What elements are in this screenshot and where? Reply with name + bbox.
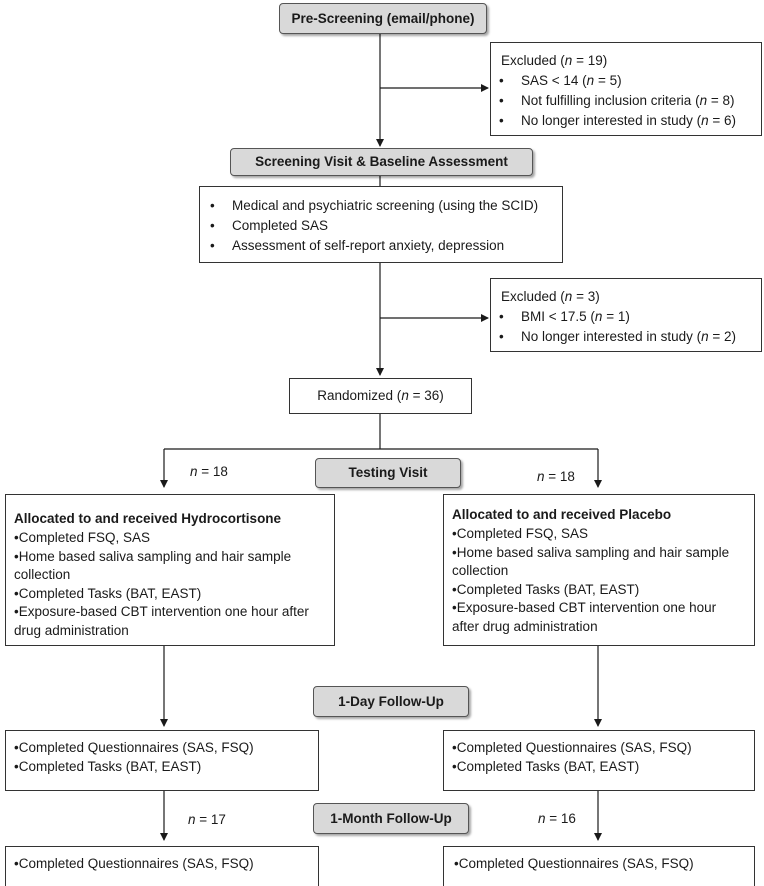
day-left-item: Completed Tasks (BAT, EAST) xyxy=(14,758,310,777)
excluded-1-item: SAS < 14 (n = 5) xyxy=(495,71,751,91)
day-left-item: Completed Questionnaires (SAS, FSQ) xyxy=(14,739,310,758)
n-label-right-allocation: n = 18 xyxy=(537,469,575,484)
n-label-left-month: n = 17 xyxy=(188,812,226,827)
placebo-item: Exposure-based CBT intervention one hour… xyxy=(452,599,746,636)
excluded-box-2: Excluded (n = 3) BMI < 17.5 (n = 1) No l… xyxy=(490,278,762,352)
n-label-left-allocation: n = 18 xyxy=(190,464,228,479)
phase-1-month-follow-up: 1-Month Follow-Up xyxy=(313,803,469,834)
day-followup-left-box: Completed Questionnaires (SAS, FSQ) Comp… xyxy=(5,730,319,791)
day-followup-right-box: Completed Questionnaires (SAS, FSQ) Comp… xyxy=(443,730,755,791)
excluded-2-item: No longer interested in study (n = 2) xyxy=(495,327,751,347)
placebo-box: Allocated to and received Placebo Comple… xyxy=(443,494,755,646)
placebo-item: Completed Tasks (BAT, EAST) xyxy=(452,581,746,600)
month-followup-left-box: Completed Questionnaires (SAS, FSQ) xyxy=(5,846,319,886)
month-followup-right-box: Completed Questionnaires (SAS, FSQ) xyxy=(443,846,755,886)
placebo-item: Completed FSQ, SAS xyxy=(452,525,746,544)
hydrocortisone-title: Allocated to and received Hydrocortisone xyxy=(14,511,282,526)
excluded-box-1: Excluded (n = 19) SAS < 14 (n = 5) Not f… xyxy=(490,42,762,136)
month-right-item: Completed Questionnaires (SAS, FSQ) xyxy=(454,855,744,874)
screening-item: Medical and psychiatric screening (using… xyxy=(206,196,556,216)
screening-item: Assessment of self-report anxiety, depre… xyxy=(206,236,556,256)
excluded-1-item: No longer interested in study (n = 6) xyxy=(495,111,751,131)
phase-prescreening: Pre-Screening (email/phone) xyxy=(279,3,487,34)
hydrocortisone-item: Completed Tasks (BAT, EAST) xyxy=(14,585,326,604)
hydrocortisone-box: Allocated to and received Hydrocortisone… xyxy=(5,494,335,646)
excluded-2-title: Excluded (n = 3) xyxy=(501,289,600,304)
hydrocortisone-item: Exposure-based CBT intervention one hour… xyxy=(14,603,326,640)
screening-box: Medical and psychiatric screening (using… xyxy=(199,186,563,263)
excluded-1-title: Excluded (n = 19) xyxy=(501,53,608,68)
n-label-right-month: n = 16 xyxy=(538,811,576,826)
phase-1-day-follow-up: 1-Day Follow-Up xyxy=(313,686,469,717)
randomized-box: Randomized (n = 36) xyxy=(289,378,472,414)
placebo-title: Allocated to and received Placebo xyxy=(452,507,672,522)
day-right-item: Completed Questionnaires (SAS, FSQ) xyxy=(452,739,746,758)
phase-testing-visit: Testing Visit xyxy=(315,458,461,488)
excluded-1-item: Not fulfilling inclusion criteria (n = 8… xyxy=(495,91,751,111)
screening-item: Completed SAS xyxy=(206,216,556,236)
placebo-item: Home based saliva sampling and hair samp… xyxy=(452,544,746,581)
hydrocortisone-item: Home based saliva sampling and hair samp… xyxy=(14,548,326,585)
excluded-2-item: BMI < 17.5 (n = 1) xyxy=(495,307,751,327)
month-left-item: Completed Questionnaires (SAS, FSQ) xyxy=(14,855,310,874)
hydrocortisone-item: Completed FSQ, SAS xyxy=(14,529,326,548)
day-right-item: Completed Tasks (BAT, EAST) xyxy=(452,758,746,777)
phase-screening: Screening Visit & Baseline Assessment xyxy=(230,148,533,176)
